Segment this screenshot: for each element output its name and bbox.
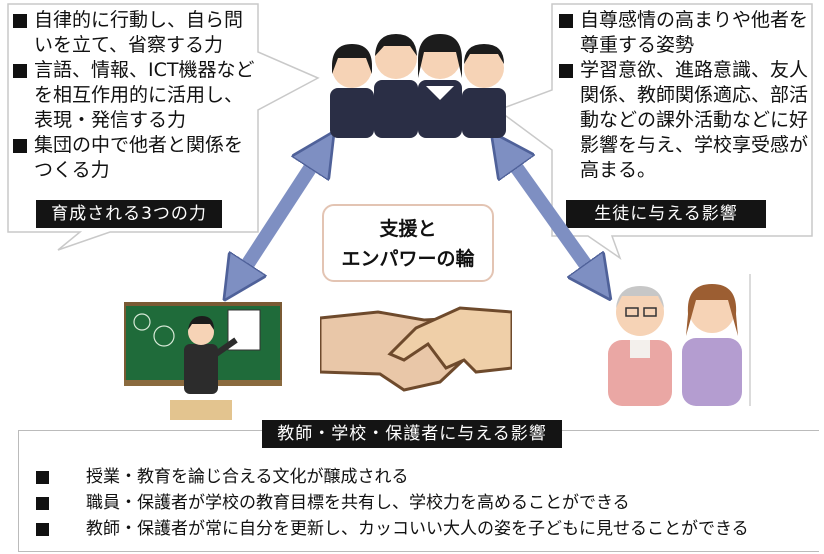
right-callout-item: 学習意欲、進路意識、友人関係、教師関係適応、部活動などの課外活動などに好影響を与… (558, 58, 810, 183)
student-figure (374, 34, 418, 138)
student-figure (330, 44, 374, 138)
right-callout-item: 自尊感情の高まりや他者を尊重する姿勢 (558, 8, 810, 58)
left-callout-item: 自律的に行動し、自ら問いを立て、省察する力 (12, 8, 260, 58)
bottom-impact-item: 教師・保護者が常に自分を更新し、カッコいい大人の姿を子どもに見せることができる (36, 516, 749, 542)
bottom-impact-label: 教師・学校・保護者に与える影響 (262, 420, 562, 448)
center-label-box: 支援と エンパワーの輪 (322, 204, 494, 282)
left-callout-item: 言語、情報、ICT機器などを相互作用的に活用し、表現・発信する力 (12, 58, 260, 133)
left-callout-item: 集団の中で他者と関係をつくる力 (12, 133, 260, 183)
student-figure (418, 34, 462, 138)
bottom-impact-item: 授業・教育を論じ合える文化が醸成される (36, 464, 749, 490)
right-callout-list: 自尊感情の高まりや他者を尊重する姿勢 学習意欲、進路意識、友人関係、教師関係適応… (558, 8, 810, 183)
bottom-impact-box (18, 430, 819, 552)
double-headed-arrow-icon (504, 150, 598, 282)
bottom-impact-item: 職員・保護者が学校の教育目標を共有し、学校力を高めることができる (36, 490, 749, 516)
students-group-illustration (330, 34, 506, 138)
double-headed-arrow-icon (236, 150, 322, 282)
left-callout-label: 育成される3つの力 (36, 200, 222, 228)
bottom-impact-list: 授業・教育を論じ合える文化が醸成される 職員・保護者が学校の教育目標を共有し、学… (36, 464, 749, 542)
center-label-line: 支援と (379, 218, 437, 240)
student-figure (462, 44, 506, 138)
handshake-illustration (320, 306, 512, 392)
left-callout-list: 自律的に行動し、自ら問いを立て、省察する力 言語、情報、ICT機器などを相互作用… (12, 8, 260, 183)
teacher-at-blackboard-illustration (124, 302, 282, 420)
parents-couple-illustration (608, 274, 751, 406)
center-label-line: エンパワーの輪 (341, 248, 475, 270)
